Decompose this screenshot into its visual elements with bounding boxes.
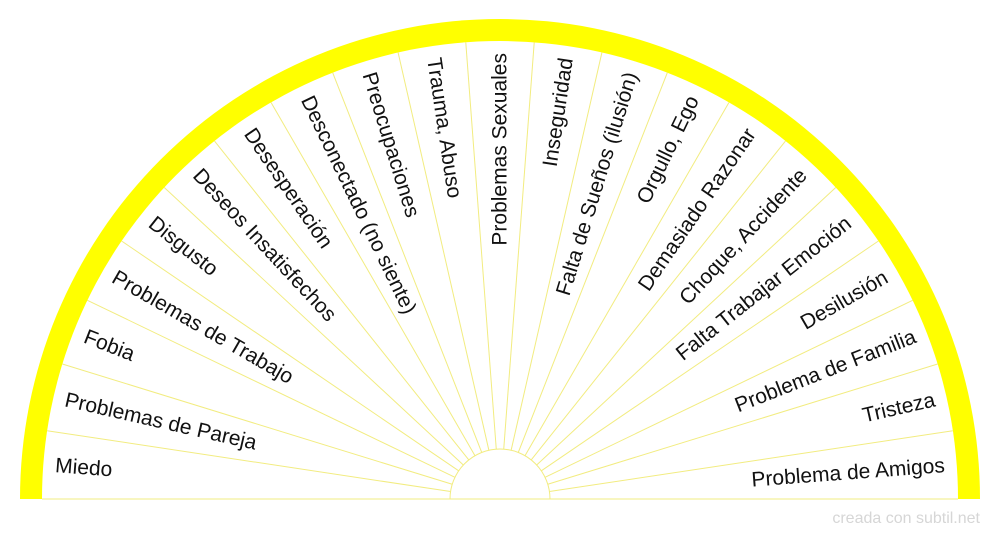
sector-divider — [397, 52, 490, 451]
sector-divider — [524, 102, 730, 456]
sector-divider — [465, 42, 497, 450]
sector-divider — [214, 140, 470, 461]
sector-divider — [530, 140, 786, 461]
sector-divider — [503, 42, 535, 450]
sector-divider — [510, 52, 603, 451]
sector-divider — [541, 240, 879, 472]
sector-divider — [547, 363, 938, 485]
sector-label: Problemas Sexuales — [489, 53, 512, 246]
sector-divider — [87, 299, 456, 478]
sector-divider — [62, 363, 453, 485]
center-hub — [449, 448, 551, 500]
sector-label: Miedo — [54, 454, 113, 481]
sector-divider — [517, 72, 668, 453]
chart-face — [42, 41, 958, 499]
credit-text: creada con subtil.net — [832, 510, 980, 527]
sector-divider — [47, 430, 451, 493]
sector-divider — [121, 240, 459, 472]
sector-divider — [536, 187, 837, 466]
sector-divider — [270, 102, 476, 456]
sector-divider — [544, 299, 913, 478]
sector-divider — [163, 187, 464, 466]
sector-divider — [332, 72, 483, 453]
sector-divider — [549, 430, 953, 493]
sector-dividers — [47, 42, 953, 493]
